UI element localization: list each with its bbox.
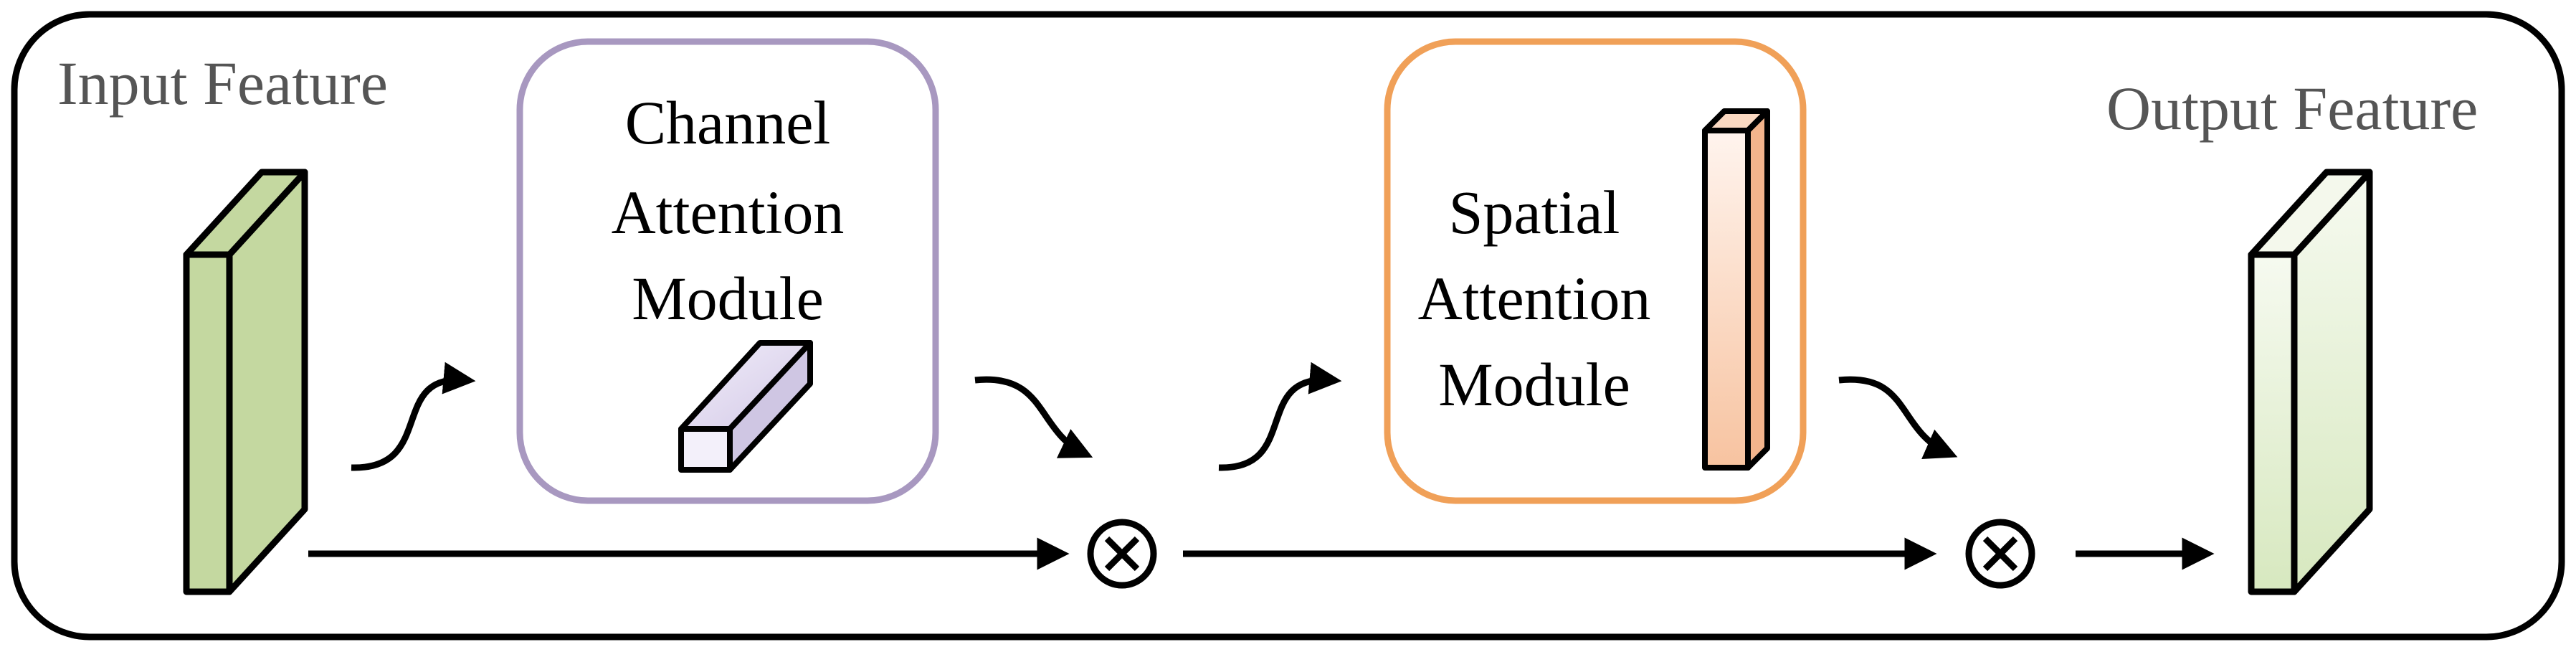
multiply-1-to-spatial-curve-arrow: [1218, 362, 1342, 471]
multiply-1-cross-b: [1104, 536, 1140, 572]
multiply-operator-2: [1965, 519, 2035, 589]
channel-attention-line-1: Channel: [625, 88, 831, 157]
channel-attention-line-3: Module: [632, 264, 824, 333]
spatial-map-front: [1702, 128, 1751, 471]
spatial-attention-line-3: Module: [1438, 350, 1630, 419]
output-feature-block: [2248, 169, 2373, 595]
input-feature-front: [183, 251, 233, 595]
output-feature-label: Output Feature: [2106, 74, 2478, 143]
input-feature-top: [183, 169, 308, 258]
spatial-attention-map: [1702, 108, 1770, 471]
output-feature-top: [2248, 169, 2373, 258]
channel-attention-line-2: Attention: [612, 178, 845, 247]
output-feature-front: [2248, 251, 2298, 595]
multiply-2-cross-b: [1982, 536, 2018, 572]
spatial-attention-line-2: Attention: [1418, 264, 1651, 333]
channel-vector-front: [678, 426, 733, 473]
channel-to-multiply-1-curve-arrow: [974, 376, 1093, 458]
input-feature-label: Input Feature: [57, 49, 388, 118]
spatial-attention-line-1: Spatial: [1449, 178, 1620, 247]
channel-attention-vector: [678, 340, 813, 473]
multiply-operator-1: [1087, 519, 1157, 589]
input-to-channel-curve-arrow: [351, 362, 476, 471]
input-feature-block: [183, 169, 308, 595]
spatial-to-multiply-2-curve-arrow: [1838, 376, 1958, 459]
channel-attention-module-box: [516, 38, 939, 504]
spatial-map-side: [1745, 108, 1770, 471]
spatial-attention-module-box: [1384, 38, 1807, 504]
